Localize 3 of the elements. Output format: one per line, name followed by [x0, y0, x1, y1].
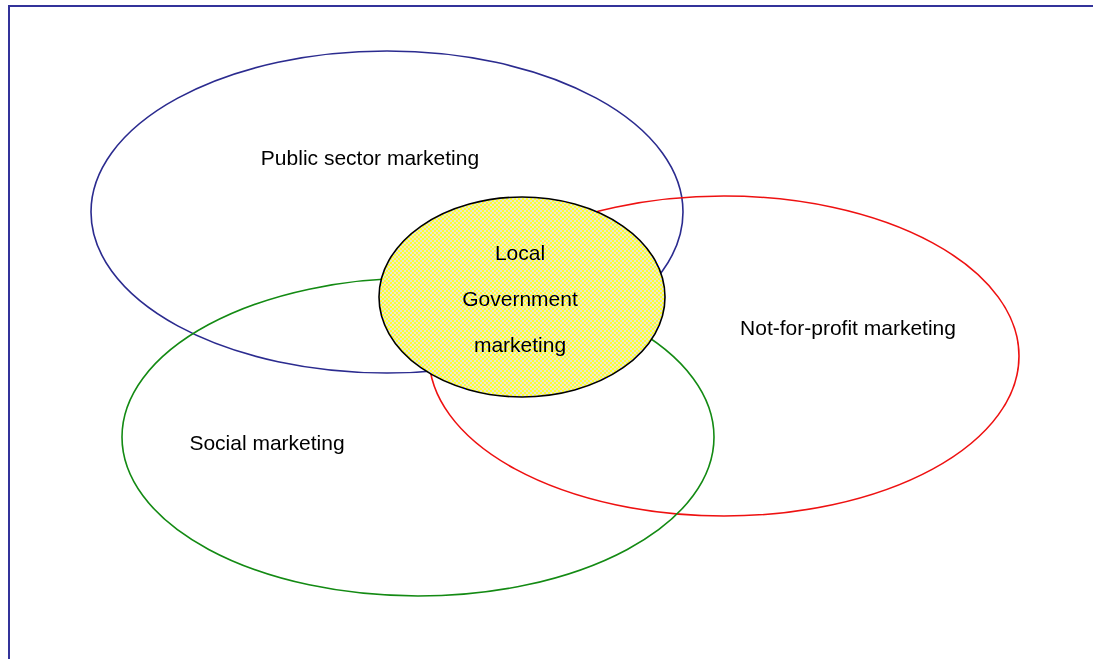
ellipse-label: Public sector marketing — [259, 145, 481, 171]
ellipse-label: Not-for-profit marketing — [739, 315, 957, 341]
ellipse-label: Social marketing — [188, 430, 346, 456]
